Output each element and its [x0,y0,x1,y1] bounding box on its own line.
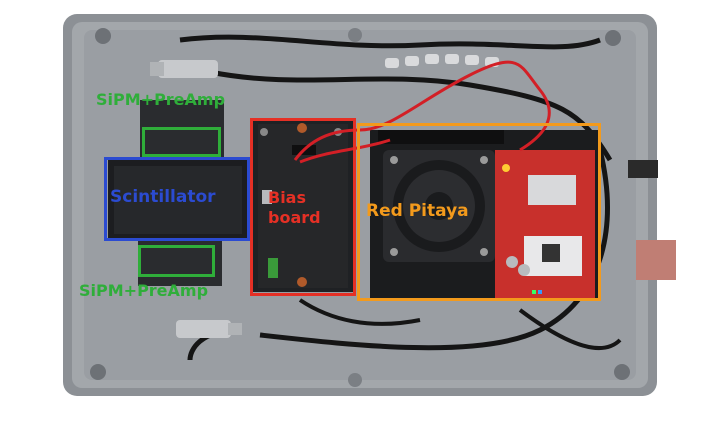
usb-port [262,190,272,204]
sma-connector [150,62,164,76]
mount-boss [348,28,362,42]
sipm-top-label: SiPM+PreAmp [96,90,226,109]
qr-code [542,244,560,262]
bias-board-box [250,118,356,296]
vent-slot [465,55,479,65]
sipm-bottom-box [138,245,215,277]
bias-board-label-line2: board [268,208,321,227]
fan-hub [425,192,453,220]
cable [259,149,610,351]
status-led [538,290,542,294]
status-led [532,290,536,294]
screw [95,28,111,44]
bias-board-label-line1: Bias [268,188,306,207]
sipm-bottom-label: SiPM+PreAmp [79,281,209,300]
sma-connector [176,320,231,338]
red-pitaya-label: Red Pitaya [366,201,469,221]
mount-boss [348,373,362,387]
scintillator-label: Scintillator [110,187,216,207]
bias-board-label: Bias board [268,188,321,228]
cable [298,298,421,326]
vent-slot [385,58,399,68]
screw [390,156,398,164]
screw [390,248,398,256]
gpio-header [378,130,504,144]
screw [480,248,488,256]
cable [518,308,622,350]
red-pitaya-box [357,123,601,301]
scintillator-box [104,157,250,241]
sma-connector [158,60,218,78]
cable-gland [628,160,658,178]
screw [614,364,630,380]
screw [480,156,488,164]
vent-slot [405,56,419,66]
header-pins [268,258,278,278]
sma-connector [228,323,242,335]
screw [605,30,621,46]
standoff [297,123,307,133]
scintillator-wrap [114,166,242,234]
red-wire [293,60,551,161]
capacitor [518,264,530,276]
component [502,164,510,172]
cable-gland [636,240,676,280]
sipm-top-box [142,127,221,157]
ethernet-port [528,175,576,205]
screw [260,128,268,136]
red-wire [299,138,391,164]
vent-slot [445,54,459,64]
screw [90,364,106,380]
standoff [297,277,307,287]
cable [209,69,613,162]
vent-slot [425,54,439,64]
cable [179,34,601,50]
capacitor [506,256,518,268]
